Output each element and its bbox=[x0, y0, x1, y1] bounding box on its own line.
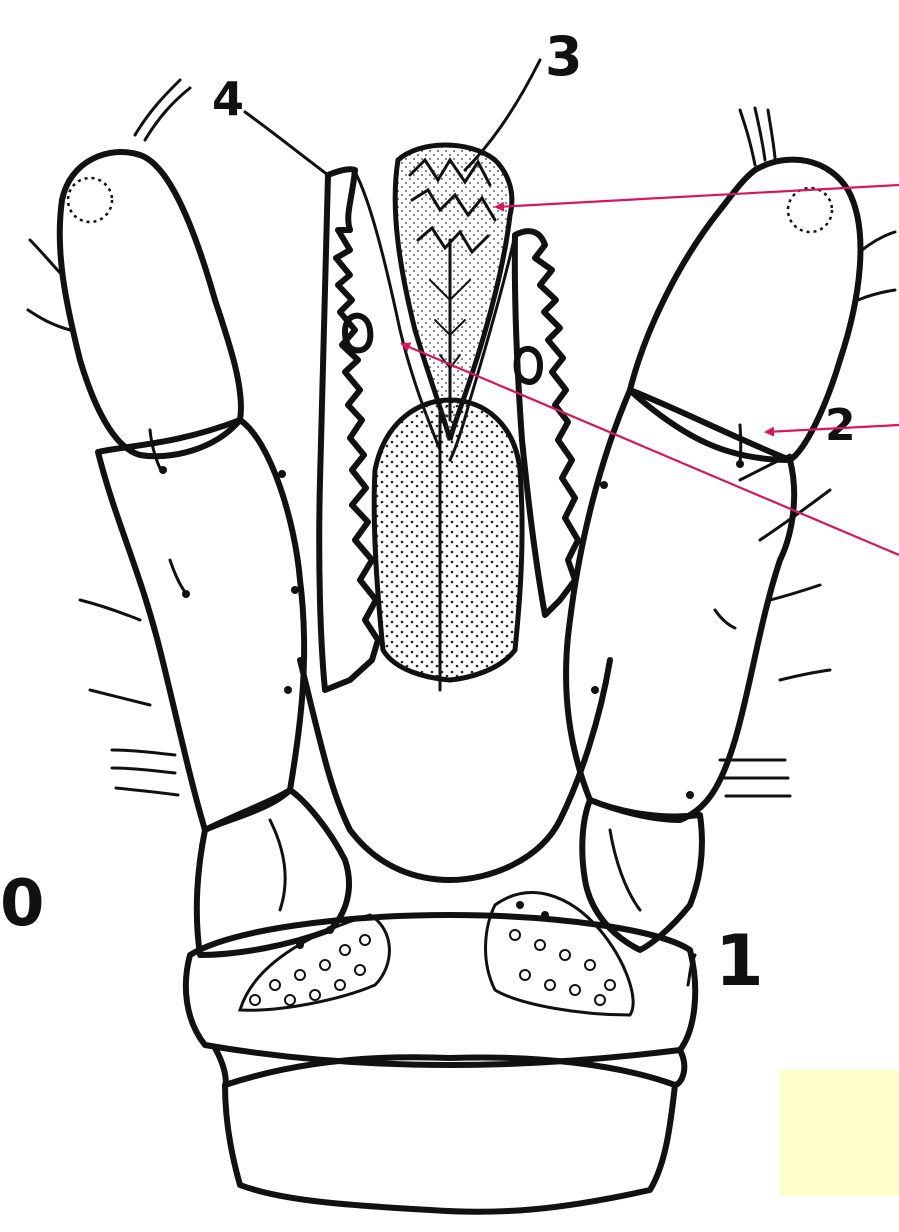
label-1: 1 bbox=[715, 920, 764, 1002]
palp-left-sensory-organ bbox=[68, 178, 112, 222]
label-edge-0: 0 bbox=[0, 867, 45, 941]
chelicera-left bbox=[319, 169, 378, 690]
palp-right-sensory-organ bbox=[788, 188, 832, 232]
label-4: 4 bbox=[212, 72, 244, 126]
answer-box[interactable] bbox=[780, 1070, 899, 1196]
pointer-arrow-hypostome bbox=[496, 185, 899, 207]
palp-right-segment-middle bbox=[566, 390, 794, 820]
palp-left-segment-distal bbox=[60, 152, 241, 456]
label-3: 3 bbox=[545, 25, 583, 88]
hypostome-tip bbox=[395, 145, 512, 440]
gnathosoma-base bbox=[300, 660, 610, 880]
chelicera-right bbox=[515, 231, 578, 615]
hypostome-body bbox=[374, 400, 522, 680]
body-lower bbox=[225, 1057, 675, 1212]
label-2: 2 bbox=[825, 400, 856, 451]
